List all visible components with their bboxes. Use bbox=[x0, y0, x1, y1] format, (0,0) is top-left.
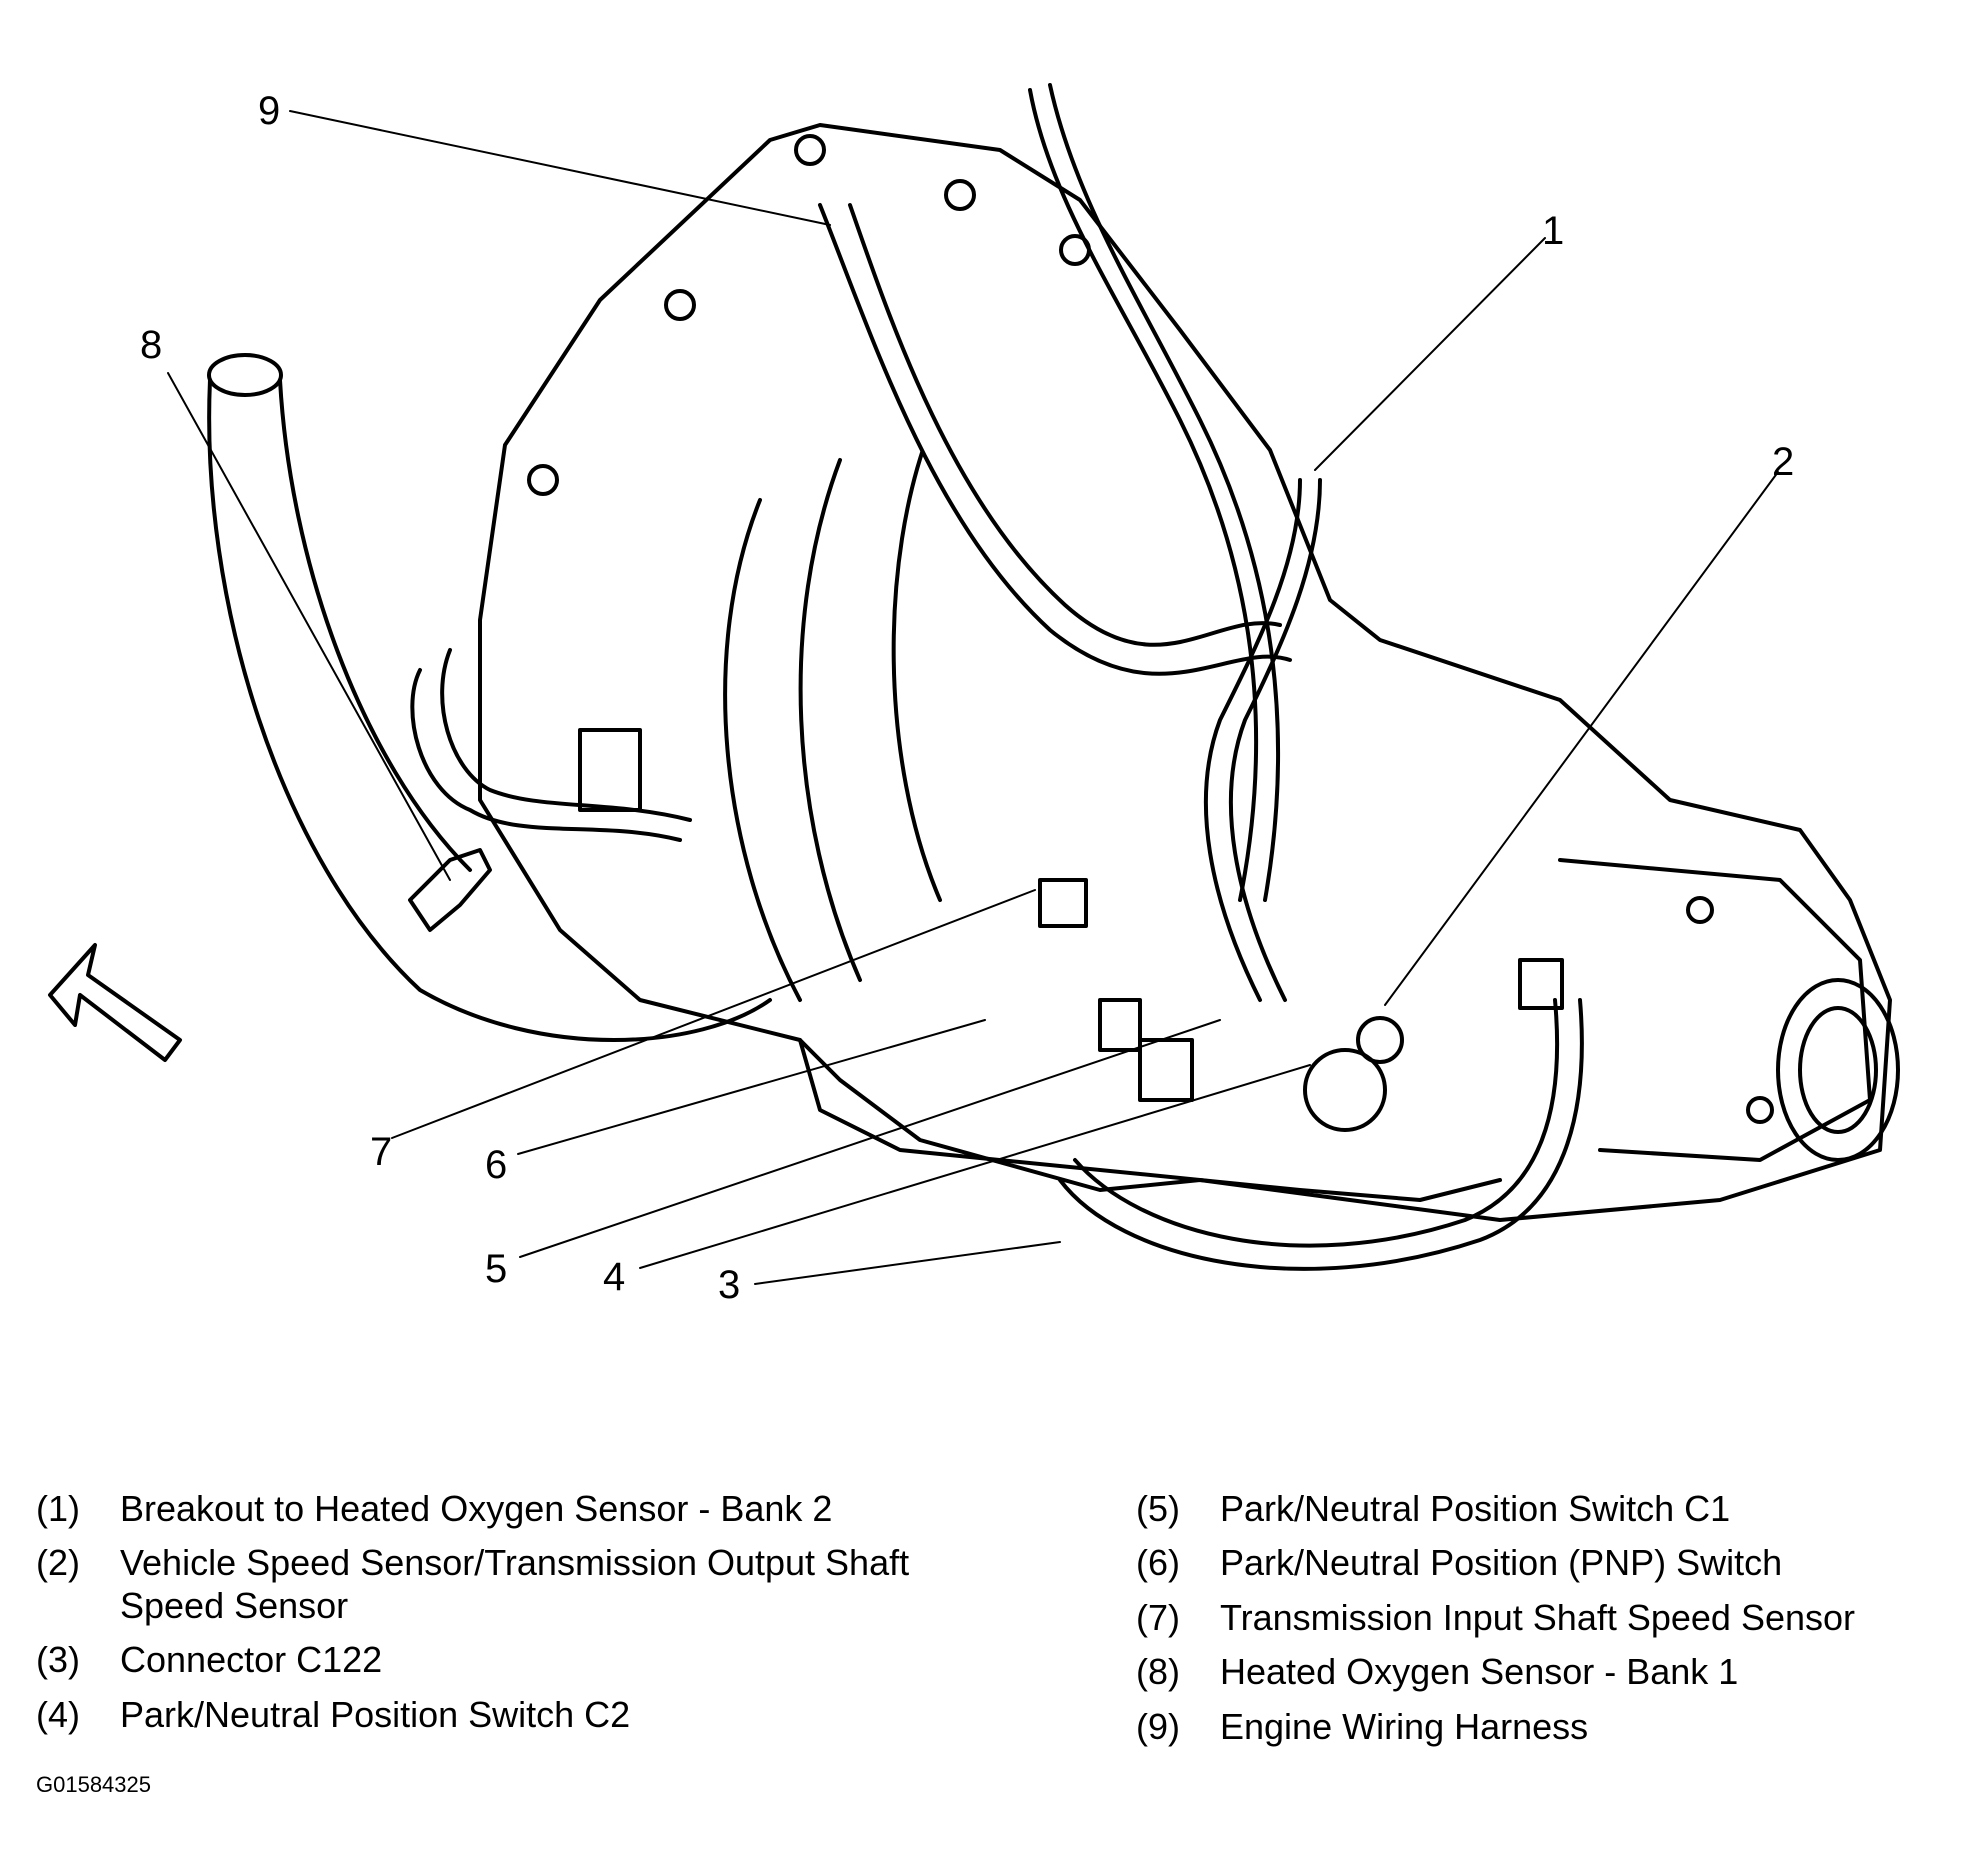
exhaust-pipe bbox=[278, 378, 472, 872]
legend-text: Park/Neutral Position Switch C2 bbox=[120, 1693, 631, 1735]
leader-line-3 bbox=[754, 1241, 1061, 1285]
legend-number: (7) bbox=[1136, 1596, 1180, 1638]
bolt bbox=[1059, 234, 1091, 266]
leader-line-4 bbox=[639, 1064, 1311, 1269]
legend-text: Heated Oxygen Sensor - Bank 1 bbox=[1220, 1651, 1739, 1693]
harness-branch bbox=[1228, 478, 1322, 1002]
legend-text: Connector C122 bbox=[120, 1639, 383, 1681]
leader-line-9 bbox=[289, 110, 831, 226]
bell-housing-ring bbox=[798, 458, 862, 982]
callout-5: 5 bbox=[485, 1247, 507, 1291]
wiring-harness bbox=[848, 203, 1282, 647]
legend-right-column: (5) Park/Neutral Position Switch C1 (6) … bbox=[1136, 1488, 1976, 1760]
legend-text: Park/Neutral Position (PNP) Switch bbox=[1220, 1542, 1783, 1584]
wiring-harness bbox=[818, 203, 1292, 676]
legend-number: (6) bbox=[1136, 1542, 1180, 1584]
legend-item: (4) Park/Neutral Position Switch C2 bbox=[36, 1694, 1096, 1736]
callout-6: 6 bbox=[485, 1143, 507, 1187]
bolt bbox=[1746, 1096, 1774, 1124]
legend-text: Park/Neutral Position Switch C1 bbox=[1220, 1488, 1731, 1529]
legend-item: (2) Vehicle Speed Sensor/Transmission Ou… bbox=[36, 1542, 1096, 1627]
legend-text: Engine Wiring Harness bbox=[1220, 1705, 1589, 1747]
left-harness bbox=[410, 668, 682, 842]
bolt bbox=[1686, 896, 1714, 924]
bell-housing-ring bbox=[891, 428, 942, 902]
leader-line-7 bbox=[391, 889, 1036, 1139]
leader-line-8 bbox=[167, 372, 451, 881]
legend-number: (9) bbox=[1136, 1705, 1180, 1747]
figure-id: G01584325 bbox=[36, 1772, 151, 1797]
legend-text: Transmission Input Shaft Speed Sensor bbox=[1220, 1596, 1856, 1638]
legend-item: (7) Transmission Input Shaft Speed Senso… bbox=[1136, 1597, 1976, 1639]
legend-number: (3) bbox=[36, 1639, 80, 1681]
harness-branch bbox=[1203, 478, 1302, 1002]
connector bbox=[1038, 878, 1088, 928]
legend-item: (5) Park/Neutral Position Switch C1 bbox=[1136, 1488, 1976, 1530]
oil-pan bbox=[798, 1038, 1502, 1202]
leader-line-1 bbox=[1314, 237, 1546, 471]
connector bbox=[578, 728, 642, 812]
legend-text: Vehicle Speed Sensor/Transmission Output… bbox=[120, 1542, 910, 1626]
connector bbox=[1098, 998, 1142, 1052]
transmission-wiring-diagram: 1 2 3 4 5 6 7 8 9 bbox=[48, 83, 1900, 1307]
bolt bbox=[794, 134, 826, 166]
legend-item: (3) Connector C122 bbox=[36, 1639, 1096, 1681]
legend-number: (8) bbox=[1136, 1651, 1180, 1693]
sensor bbox=[1303, 1048, 1387, 1132]
exhaust-pipe-end bbox=[207, 353, 283, 397]
legend-number: (5) bbox=[1136, 1488, 1180, 1529]
callout-7: 7 bbox=[370, 1130, 392, 1174]
callout-4: 4 bbox=[603, 1255, 625, 1299]
exhaust-pipe bbox=[207, 378, 772, 1042]
connector bbox=[1138, 1038, 1194, 1102]
legend-text: Breakout to Heated Oxygen Sensor - Bank … bbox=[120, 1488, 833, 1529]
callout-8: 8 bbox=[140, 323, 162, 367]
bell-housing-ring bbox=[723, 498, 802, 1002]
connector bbox=[1518, 958, 1564, 1010]
output-shaft-opening-inner bbox=[1798, 1006, 1878, 1134]
cooler-line bbox=[1048, 83, 1281, 902]
bolt bbox=[944, 179, 976, 211]
bolt bbox=[664, 289, 696, 321]
bolt bbox=[527, 464, 559, 496]
leader-line-6 bbox=[517, 1019, 986, 1155]
sensor bbox=[1356, 1016, 1404, 1064]
legend-number: (4) bbox=[36, 1693, 80, 1735]
legend-item: (1) Breakout to Heated Oxygen Sensor - B… bbox=[36, 1488, 1096, 1530]
lower-harness bbox=[1073, 998, 1560, 1248]
callout-9: 9 bbox=[258, 89, 280, 133]
legend-item: (8) Heated Oxygen Sensor - Bank 1 bbox=[1136, 1651, 1976, 1693]
callout-3: 3 bbox=[718, 1263, 740, 1307]
lower-harness bbox=[1058, 998, 1584, 1271]
legend-left-column: (1) Breakout to Heated Oxygen Sensor - B… bbox=[36, 1488, 1096, 1748]
legend-item: (9) Engine Wiring Harness bbox=[1136, 1706, 1976, 1748]
callout-1: 1 bbox=[1542, 209, 1564, 253]
callout-2: 2 bbox=[1772, 440, 1794, 484]
tail-housing bbox=[1558, 858, 1872, 1162]
oxygen-sensor-bank-1 bbox=[408, 848, 492, 932]
cooler-line bbox=[1028, 88, 1259, 902]
leader-line-5 bbox=[519, 1019, 1221, 1258]
legend-number: (1) bbox=[36, 1488, 80, 1529]
wiring-harness bbox=[825, 205, 1290, 667]
transmission-case bbox=[478, 123, 1892, 1222]
legend-number: (2) bbox=[36, 1542, 80, 1584]
leader-line-2 bbox=[1384, 471, 1779, 1006]
legend-item: (6) Park/Neutral Position (PNP) Switch bbox=[1136, 1542, 1976, 1584]
forward-arrow-icon bbox=[48, 943, 182, 1062]
output-shaft-opening bbox=[1776, 978, 1900, 1162]
